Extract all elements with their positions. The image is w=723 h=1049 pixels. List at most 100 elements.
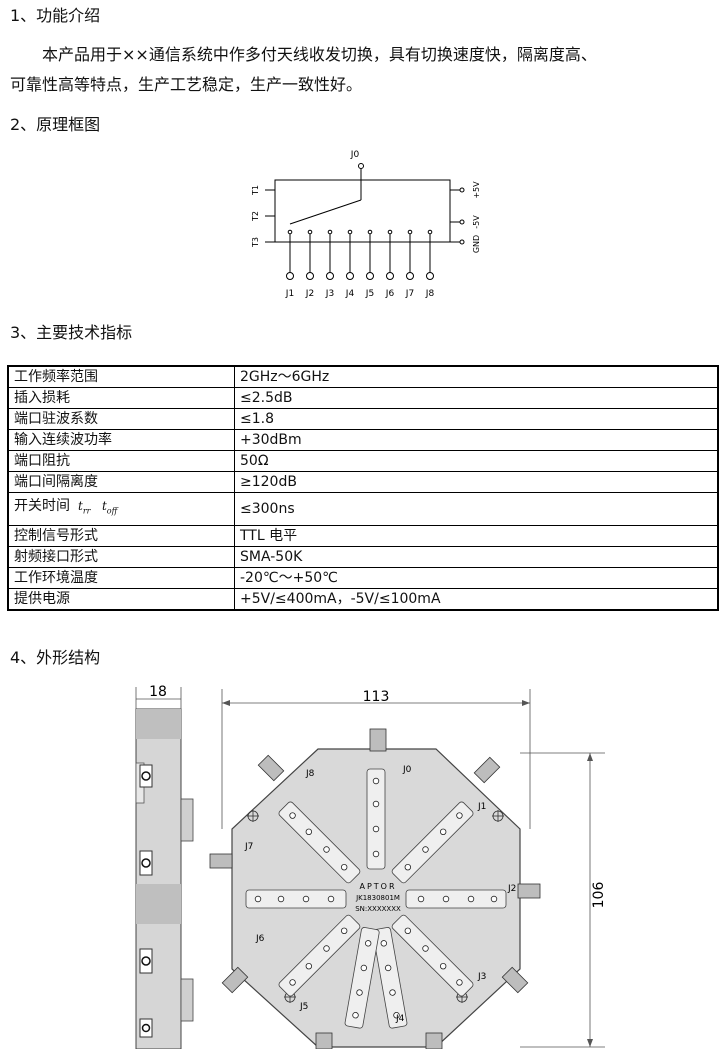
drawing-label-J1: J1 [477,802,486,812]
drawing-label-J4: J4 [395,1014,405,1024]
port-connector-J4 [346,272,354,280]
port-label-J1: J1 [285,289,294,299]
spec-row: 工作环境温度 -20℃～+50℃ [7,567,719,589]
spec-param: 输入连续波功率 [14,432,112,448]
spec-value: -20℃～+50℃ [234,567,719,589]
transmission-strip-group [245,768,507,1029]
switch-arm [289,199,362,225]
serial-label: SN:XXXXXXX [355,905,401,913]
spec-row: 插入损耗 ≤2.5dB [7,387,719,409]
connector-J1 [473,756,501,784]
outline-drawing: 18 113 106 [135,684,607,1049]
spec-param: 工作频率范围 [14,369,98,385]
connector-J4 [425,1032,443,1049]
spec-value: 50Ω [234,450,719,472]
spec-param-cell: 插入损耗 [7,387,235,409]
spec-row: 端口驻波系数≤1.8 [7,408,719,430]
spec-param: 射频接口形式 [14,549,98,565]
symbol-sub-off: off [106,506,118,516]
brand-label: APTOR [359,882,396,891]
port-connector-J2 [306,272,314,280]
switch-time-symbols: trr toff [78,499,118,516]
port-label-J7: J7 [405,289,414,299]
spec-param-cell: 工作频率范围 [7,365,235,388]
spec-param-cell: 提供电源 [7,588,235,611]
spec-row: 端口间隔离度≥120dB [7,471,719,493]
section-heading-diagram: 2、原理框图 [10,115,101,134]
section-heading-specs: 3、主要技术指标 [10,323,133,342]
port-connector-J7 [406,272,414,280]
symbol-sub-rise: rr [82,506,91,516]
port-label-J8: J8 [425,289,435,299]
connector-J7 [209,853,233,869]
control-pin-T3: T3 [251,237,260,248]
spec-param-cell: 输入连续波功率 [7,429,235,451]
power-pin-minus5v: -5V [472,215,481,229]
port-contact-J2 [307,229,313,235]
drawing-label-J7: J7 [244,842,253,852]
connector-J8 [257,754,285,782]
control-pin-T2: T2 [251,211,260,222]
spec-param: 提供电源 [14,591,70,607]
spec-param-cell: 控制信号形式 [7,525,235,547]
spec-param: 端口间隔离度 [14,474,98,490]
strip-0 [366,768,386,870]
strip-2 [405,889,507,909]
section-heading-outline: 4、外形结构 [10,648,101,667]
front-view: APTOR JK1830801M SN:XXXXXXX J0 J1 J2 J3 … [209,728,541,1049]
port-label-J4: J4 [345,289,355,299]
strip-5 [344,927,380,1029]
port-J0-connector [358,163,364,169]
drawing-label-J2: J2 [507,884,516,894]
dim-thickness: 18 [149,684,167,700]
strip-6 [278,914,361,997]
symbol-t-off: t [101,499,107,514]
strip-4 [372,927,408,1029]
spec-value: +5V/≤400mA，-5V/≤100mA [234,588,719,611]
port-label-J5: J5 [365,289,374,299]
side-connector-2 [139,850,153,876]
spec-param: 插入损耗 [14,390,70,406]
side-view: 18 [135,684,194,1049]
intro-line-1: 本产品用于××通信系统中作多付天线收发切换，具有切换速度快，隔离度高、 [42,45,597,64]
strip-1 [391,801,474,884]
port-connector-J3 [326,272,334,280]
port-contact-J5 [367,229,373,235]
connector-J3 [501,966,529,994]
spec-row: 控制信号形式 TTL 电平 [7,525,719,547]
section-heading-function: 1、功能介绍 [10,6,101,25]
spec-value: TTL 电平 [234,525,719,547]
port-connector-J6 [386,272,394,280]
port-label-J3: J3 [325,289,334,299]
spec-param-cell: 射频接口形式 [7,546,235,568]
port-contact-J1 [287,229,293,235]
spec-param: 控制信号形式 [14,528,98,544]
drawing-label-J5: J5 [299,1002,308,1012]
intro-line-2: 可靠性高等特点，生产工艺稳定，生产一致性好。 [10,75,363,94]
side-connector-1 [139,764,153,788]
side-connector-3 [139,948,153,974]
model-label: JK1830801M [355,894,400,902]
side-tab-lower [180,978,194,1022]
port-label-J0: J0 [350,150,360,160]
spec-param: 端口驻波系数 [14,411,98,427]
side-connector-4 [139,1018,153,1038]
port-connector-J8 [426,272,434,280]
spec-row: 输入连续波功率+30dBm [7,429,719,451]
switch-body [274,179,451,243]
spec-value: ≤2.5dB [234,387,719,409]
port-label-J6: J6 [385,289,395,299]
spec-param-cell: 工作环境温度 [7,567,235,589]
spec-param: 工作环境温度 [14,570,98,586]
control-pin-T1: T1 [251,185,260,196]
port-connector-J1 [286,272,294,280]
port-contact-J6 [387,229,393,235]
